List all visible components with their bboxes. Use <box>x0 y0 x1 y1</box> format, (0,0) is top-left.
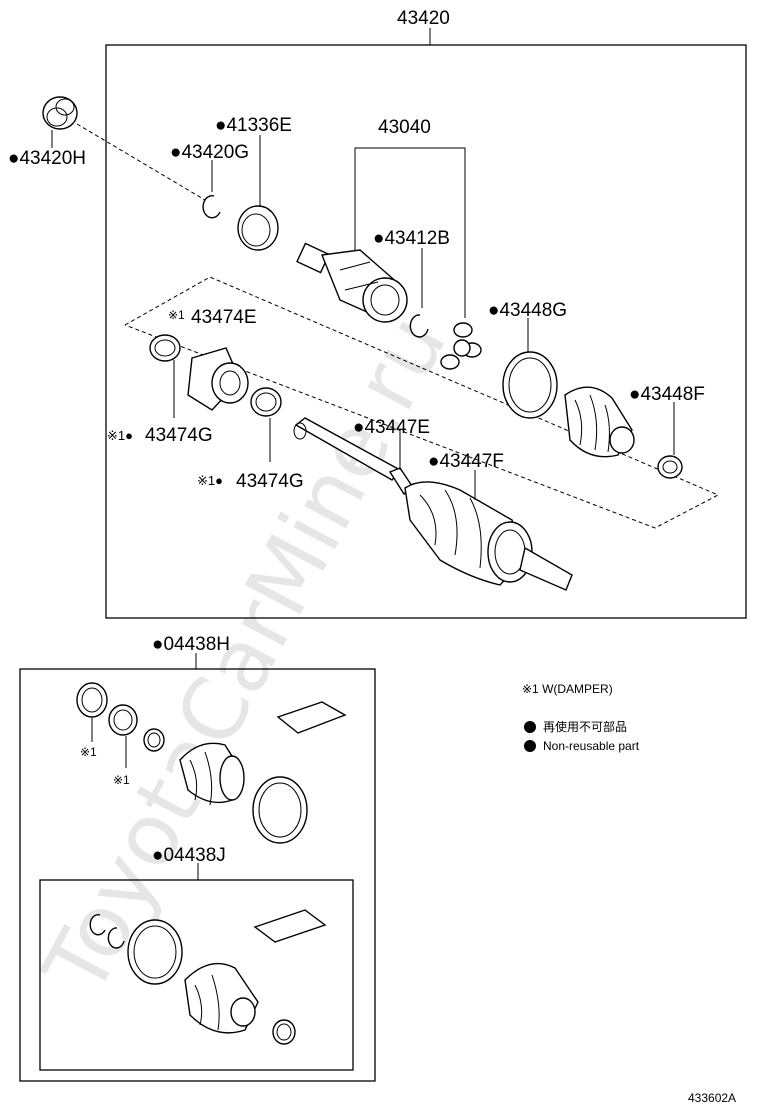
kit-large-clamp-1 <box>252 776 308 844</box>
kit-small-clamp-1 <box>143 728 165 752</box>
damper-mark-43474G-left: ※1● <box>107 428 133 443</box>
damper-clamp-43474E <box>149 334 181 362</box>
part-label-43448G: ●43448G <box>488 300 567 321</box>
boot-clamp-43448F <box>657 455 683 479</box>
dust-boot-43420H <box>42 96 78 130</box>
part-label-43448F: ●43448F <box>629 384 705 405</box>
kit-frame-04438H <box>19 668 376 1082</box>
kit-label-04438J: ●04438J <box>152 845 226 866</box>
part-label-43474G-left: 43474G <box>145 425 213 446</box>
snap-ring-43420G <box>202 195 221 219</box>
part-label-43412B: ●43412B <box>373 228 450 249</box>
part-label-43447F: ●43447F <box>428 451 504 472</box>
inboard-joint-housing <box>296 242 408 323</box>
ring-41336E <box>237 205 279 251</box>
kit-clamp-2 <box>108 704 138 736</box>
kit-boot-1 <box>179 742 245 806</box>
tripod-joint <box>440 322 482 370</box>
kit-label-04438H: ●04438H <box>152 634 230 655</box>
kit-clamp-1 <box>76 682 108 718</box>
watermark: ToyotaCarMine.ru <box>25 300 466 1011</box>
kit-snap-ring-1 <box>89 914 106 936</box>
inboard-boot <box>564 386 635 458</box>
legend-note-en: Non-reusable part <box>543 739 640 753</box>
boot-clamp-43448G <box>502 351 558 419</box>
kit-damper-mark-1: ※1 <box>80 745 97 759</box>
outboard-joint-boot <box>404 481 573 591</box>
part-label-43447E: ●43447E <box>353 417 430 438</box>
damper-clamp-43474G <box>250 387 282 417</box>
kit-damper-mark-2: ※1 <box>113 773 130 787</box>
legend-dot-1 <box>524 721 536 733</box>
kit-grease-pack-1 <box>276 701 347 734</box>
figure-code: 433602A <box>688 1091 736 1105</box>
part-label-41336E: ●41336E <box>215 115 292 136</box>
part-label-43474E: 43474E <box>191 307 257 328</box>
damper-mark-43474G-right: ※1● <box>197 473 223 488</box>
assembly-frame <box>105 44 747 619</box>
kit-boot-2 <box>184 962 259 1034</box>
kit-large-clamp-2 <box>127 919 183 985</box>
legend-dot-2 <box>524 740 536 752</box>
circlip-43412B <box>409 314 429 338</box>
kit-small-clamp-2 <box>272 1019 296 1045</box>
damper-mark-43474E: ※1 <box>168 308 185 322</box>
part-label-43420H: ●43420H <box>8 148 86 169</box>
kit-grease-pack-2 <box>253 909 327 943</box>
legend-damper-note: ※1 W(DAMPER) <box>522 682 613 696</box>
part-label-43420G: ●43420G <box>170 142 249 163</box>
boot-kit-outline <box>124 276 720 529</box>
part-label-43474G-right: 43474G <box>236 471 304 492</box>
kit-snap-ring-2 <box>107 927 125 949</box>
dynamic-damper-43474E <box>187 347 249 411</box>
kit-frame-04438J <box>39 879 354 1071</box>
legend-note-jp: 再使用不可部品 <box>543 719 627 734</box>
assembly-number-label: 43420 <box>397 8 450 29</box>
subassembly-number-label: 43040 <box>378 117 431 138</box>
